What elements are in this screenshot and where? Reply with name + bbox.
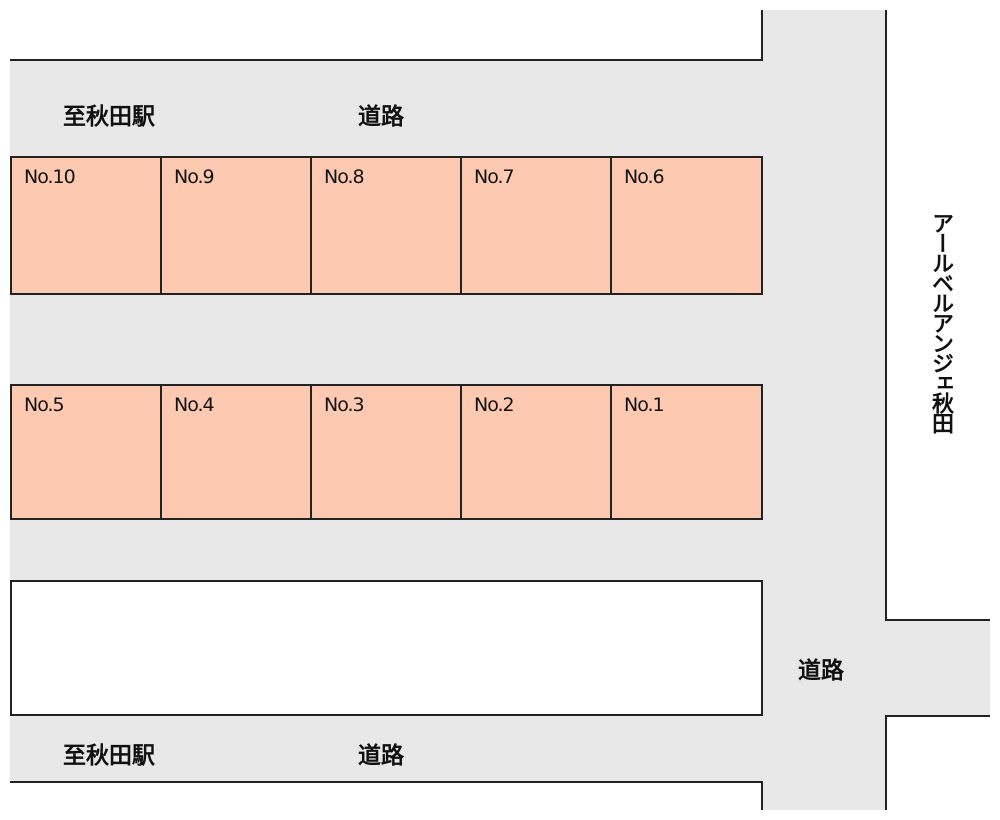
road-edge-vertical-left-lower [761,781,763,810]
lot-label: No.4 [174,394,215,416]
road-label-right: 道路 [798,658,844,684]
lot-no9[interactable]: No.9 [160,156,312,295]
building-block [10,580,763,716]
lot-label: No.10 [24,166,76,188]
lot-label: No.3 [324,394,365,416]
lot-no4[interactable]: No.4 [160,384,312,520]
direction-label-bottom: 至秋田駅 [63,743,155,769]
road-edge-vertical-right-lower [885,715,887,810]
lot-label: No.6 [624,166,665,188]
lot-label: No.2 [474,394,515,416]
road-surface-right-branch [886,620,990,716]
road-edge-top [10,59,762,61]
road-edge-bottom [10,781,762,783]
lot-no10[interactable]: No.10 [10,156,162,295]
road-label-top: 道路 [358,104,404,130]
road-edge-vertical-left-upper [761,10,763,61]
road-edge-branch-top [885,619,990,621]
street-name-vertical: アールベルアンジェ秋田 [928,212,953,432]
lot-label: No.8 [324,166,365,188]
lot-no7[interactable]: No.7 [460,156,612,295]
lot-no3[interactable]: No.3 [310,384,462,520]
road-label-bottom: 道路 [358,743,404,769]
lot-label: No.7 [474,166,515,188]
lot-label: No.5 [24,394,65,416]
lot-label: No.1 [624,394,665,416]
lot-no5[interactable]: No.5 [10,384,162,520]
lot-no6[interactable]: No.6 [610,156,763,295]
road-edge-vertical-right-upper [885,10,887,620]
lot-label: No.9 [174,166,215,188]
lot-no2[interactable]: No.2 [460,384,612,520]
road-surface-bottom [10,714,762,782]
road-surface-vertical [762,10,886,810]
lot-no1[interactable]: No.1 [610,384,763,520]
direction-label-top: 至秋田駅 [63,104,155,130]
lot-no8[interactable]: No.8 [310,156,462,295]
road-edge-branch-bottom [885,715,990,717]
